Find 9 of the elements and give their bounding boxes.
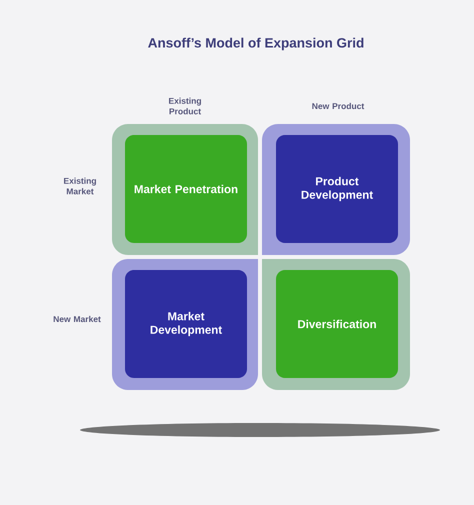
axis-label: New Market (54, 316, 101, 322)
axis-label: Existing Market (64, 178, 96, 194)
quadrant-box: Diversification (262, 259, 410, 390)
quadrant-box: Market Penetration (112, 124, 258, 255)
quadrant-box: Market Development (112, 259, 258, 390)
title: Ansoff’s Model of Expansion Grid (148, 38, 364, 50)
quadrant-box: Product Development (262, 124, 410, 255)
axis-label: Existing Product (169, 98, 201, 114)
axis-label: New Product (312, 102, 364, 110)
